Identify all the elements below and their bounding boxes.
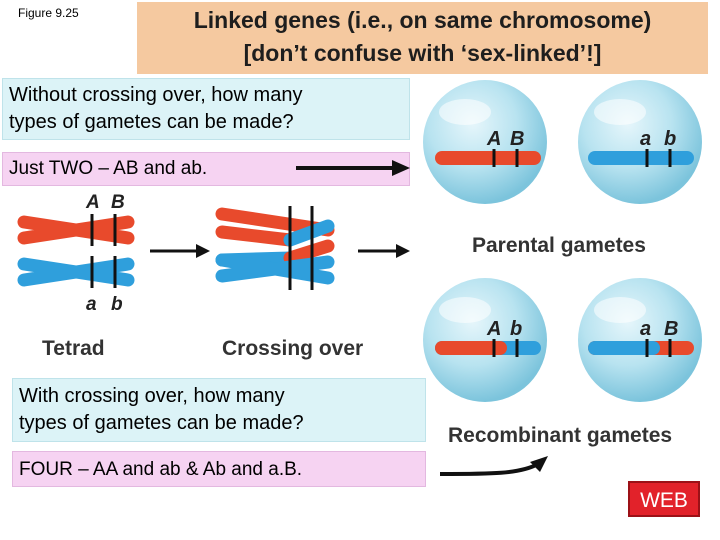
recombinant-gamete-Ab	[423, 278, 547, 402]
title-line-2: [don’t confuse with ‘sex-linked’!]	[243, 40, 602, 66]
answer-box-1: Just TWO – AB and ab.	[2, 152, 410, 186]
parental-gamete-AB	[423, 80, 547, 204]
arrow-tetrad-to-crossing	[150, 244, 210, 258]
answer-box-2: FOUR – AA and ab & Ab and a.B.	[12, 451, 426, 487]
answer-1-text: Just TWO – AB and ab.	[9, 158, 208, 179]
title-banner: Linked genes (i.e., on same chromosome) …	[137, 2, 708, 74]
question-2-line-1: With crossing over, how many	[19, 385, 285, 407]
parental-1-allele-B: B	[510, 128, 524, 150]
arrow-to-recombinant	[439, 456, 548, 476]
recombinant-gamete-aB	[578, 278, 702, 402]
arrow-crossing-to-gametes	[358, 244, 410, 258]
crossing-over-label: Crossing over	[222, 337, 363, 360]
web-link-button[interactable]: WEB	[628, 481, 700, 517]
tetrad-allele-A: A	[85, 192, 100, 213]
question-2-line-2: types of gametes can be made?	[19, 412, 304, 434]
parental-gametes-label: Parental gametes	[472, 234, 646, 257]
tetrad-allele-B: B	[111, 192, 125, 213]
question-box-2: With crossing over, how many types of ga…	[12, 378, 426, 442]
arrow-to-parental	[296, 160, 410, 176]
title-line-1: Linked genes (i.e., on same chromosome)	[193, 7, 652, 33]
recombinant-1-allele-A: A	[486, 318, 501, 340]
recombinant-gametes-label: Recombinant gametes	[448, 424, 672, 447]
question-1-line-2: types of gametes can be made?	[9, 111, 294, 133]
question-box-1: Without crossing over, how many types of…	[2, 78, 410, 140]
tetrad-allele-a: a	[86, 294, 97, 315]
recombinant-2-allele-B: B	[664, 318, 678, 340]
recombinant-1-allele-b: b	[510, 318, 522, 340]
question-1-line-1: Without crossing over, how many	[9, 84, 303, 106]
tetrad-chromosomes	[17, 214, 135, 288]
answer-2-text: FOUR – AA and ab & Ab and a.B.	[19, 459, 303, 480]
figure-label: Figure 9.25	[18, 6, 79, 20]
tetrad-allele-b: b	[111, 294, 123, 315]
parental-2-allele-b: b	[664, 128, 676, 150]
parental-1-allele-A: A	[486, 128, 501, 150]
parental-2-allele-a: a	[640, 128, 651, 150]
parental-gamete-ab	[578, 80, 702, 204]
crossing-over-chromosomes	[215, 206, 335, 290]
tetrad-label: Tetrad	[42, 337, 105, 360]
recombinant-2-allele-a: a	[640, 318, 651, 340]
